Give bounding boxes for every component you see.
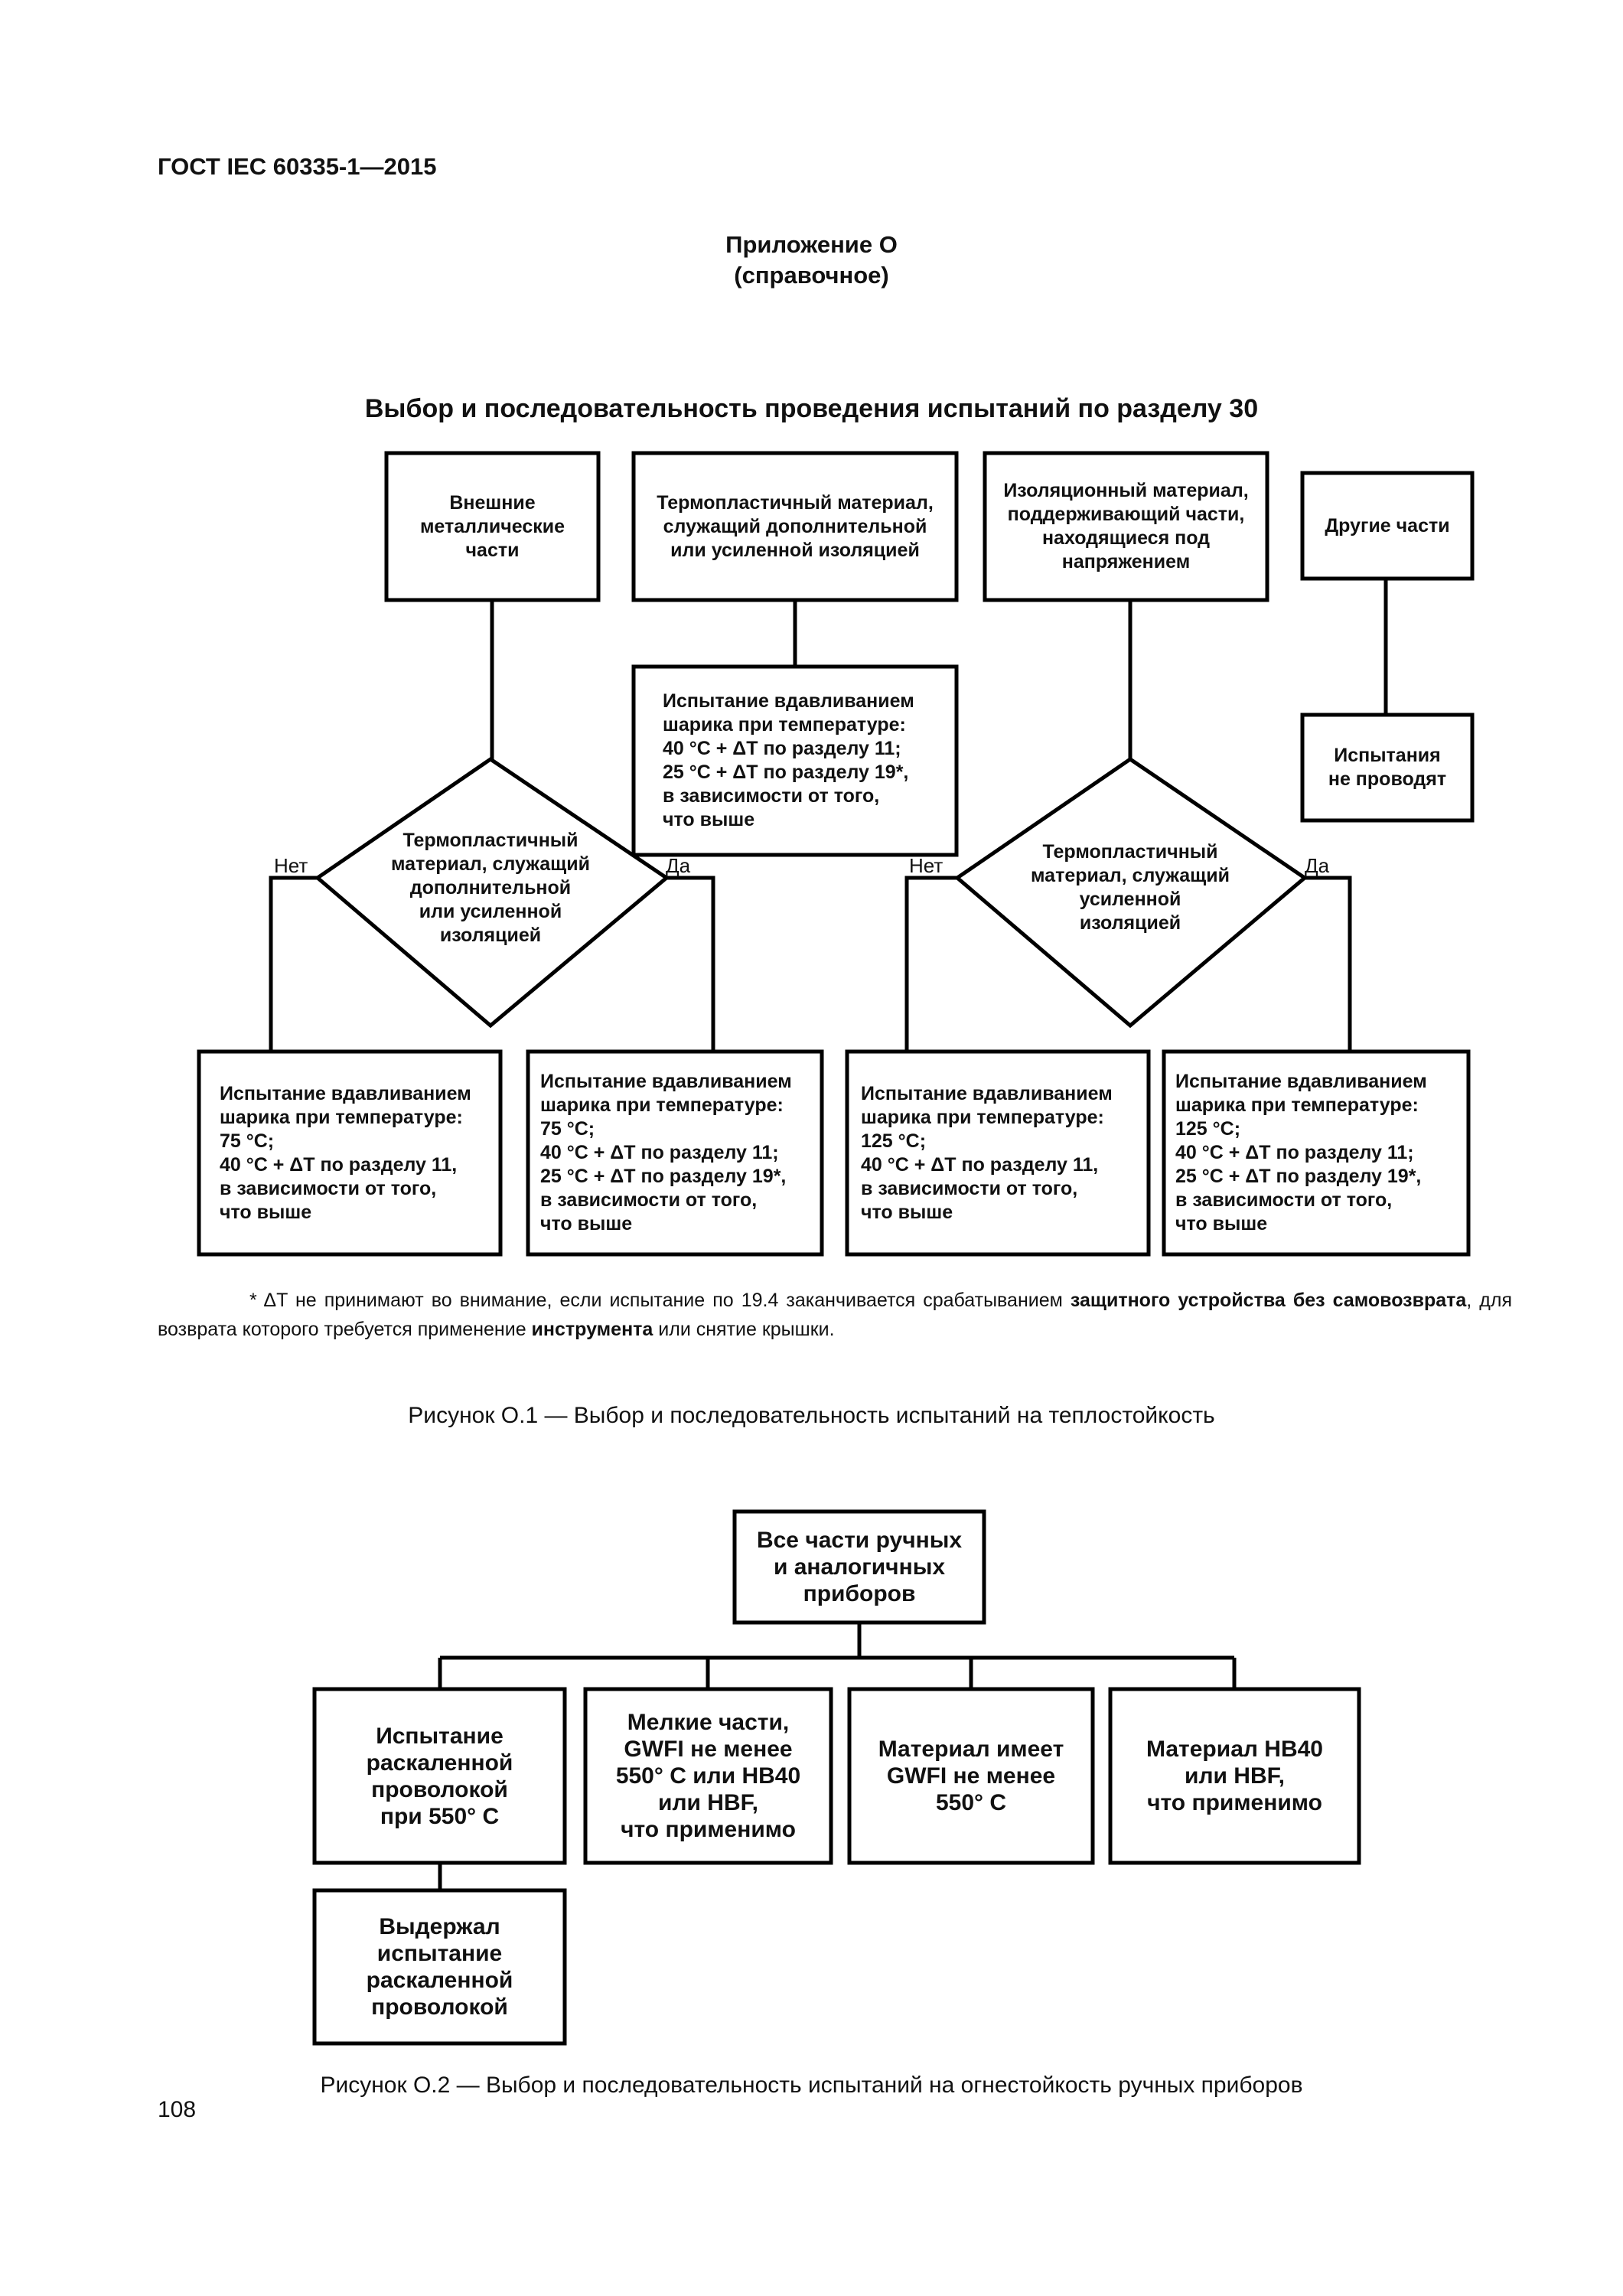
document-id: ГОСТ IEC 60335-1—2015 [158, 153, 437, 180]
footnote: * ΔT не принимают во внимание, если испы… [158, 1290, 1513, 1340]
box-glow-wire-test: Испытание раскаленной проволокой при 550… [366, 1723, 513, 1829]
box-all-handheld-parts: Все части ручных и аналогичных приборов [756, 1528, 963, 1606]
page-number: 108 [158, 2097, 197, 2122]
box-material-gwfi: Материал имеет GWFI не менее 550° С [878, 1737, 1064, 1815]
label-no-left: Нет [274, 854, 308, 877]
box-no-tests: Испытания не проводят [1328, 745, 1447, 790]
box-ball-test-125-a: Испытание вдавливанием шарика при темпер… [861, 1082, 1113, 1223]
box-other-parts: Другие части [1325, 514, 1450, 536]
figure1-caption: Рисунок О.1 — Выбор и последовательность… [408, 1403, 1215, 1428]
box-insulating-material-live: Изоляционный материал, поддерживающий ча… [1003, 480, 1249, 572]
box-ball-test-125-b: Испытание вдавливанием шарика при темпер… [1175, 1071, 1427, 1234]
box-passed-glow-wire: Выдержал испытание раскаленной проволоко… [366, 1914, 513, 2020]
box-thermoplastic-material: Термопластичный материал, служащий допол… [657, 491, 934, 561]
figure1-title: Выбор и последовательность проведения ис… [364, 394, 1259, 423]
box-external-metal-parts: Внешние металлические части [419, 491, 565, 561]
appendix-subtitle: (справочное) [734, 262, 889, 289]
appendix-title: Приложение О [725, 231, 898, 258]
box-material-hb40: Материал НВ40 или HBF, что применимо [1146, 1737, 1323, 1815]
decision-left: Термопластичный материал, служащий допол… [391, 829, 590, 946]
label-no-right: Нет [909, 854, 943, 877]
box-ball-test-75-a: Испытание вдавливанием шарика при темпер… [220, 1082, 471, 1223]
label-yes-left: Да [666, 854, 691, 877]
box-ball-pressure-test-mid: Испытание вдавливанием шарика при темпер… [663, 690, 914, 830]
label-yes-right: Да [1305, 854, 1330, 877]
figure2-caption: Рисунок О.2 — Выбор и последовательность… [320, 2073, 1303, 2098]
decision-right: Термопластичный материал, служащий усиле… [1031, 841, 1230, 934]
box-small-parts: Мелкие части, GWFI не менее 550° С или Н… [615, 1710, 801, 1842]
box-ball-test-75-b: Испытание вдавливанием шарика при темпер… [540, 1071, 792, 1234]
